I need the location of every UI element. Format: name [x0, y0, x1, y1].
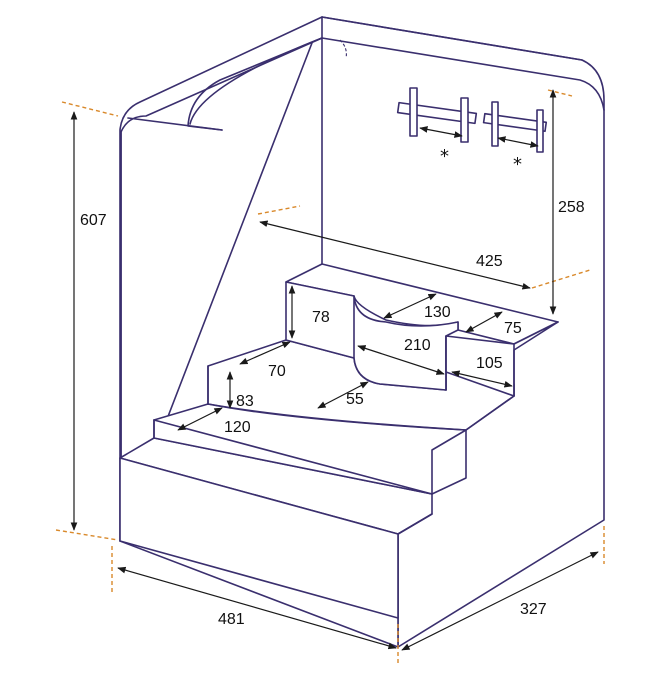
dim-327-arrow: [401, 551, 599, 651]
dim-label-120: 120: [224, 419, 251, 436]
dim-425-arrow: [259, 220, 531, 290]
dim-label-78: 78: [312, 309, 330, 326]
top-rim-curve-2: [189, 37, 323, 125]
dim-label-83: 83: [236, 393, 254, 410]
ext-inner-left: [257, 205, 301, 215]
dim-120-arrow: [177, 407, 223, 431]
dim-210-arrow: [357, 345, 445, 375]
step-two-side: [431, 429, 467, 495]
dim-label-70: 70: [268, 363, 286, 380]
top-rim: [321, 16, 583, 61]
dim-label-75: 75: [504, 320, 522, 337]
left-rim-line: [127, 117, 223, 131]
dim-481-arrow: [117, 566, 397, 650]
ext-bottom-left: [55, 529, 119, 541]
dim-label-607: 607: [80, 212, 107, 229]
dim-55-arrow: [317, 381, 369, 409]
dim-label-327: 327: [520, 601, 547, 618]
dim-70-arrow: [239, 341, 291, 365]
dim-label-481: 481: [218, 611, 245, 628]
dim-label-130: 130: [424, 304, 451, 321]
rack-right-spacing-arrow: [497, 136, 539, 148]
dim-label-425: 425: [476, 253, 503, 270]
rack-left-spacing-arrow: [419, 126, 463, 138]
dim-label-55: 55: [346, 391, 364, 408]
top-rim-dash: [339, 39, 347, 59]
top-rim-inner: [321, 37, 605, 111]
ext-inner-right: [531, 269, 591, 289]
step-three-right: [465, 395, 515, 431]
dim-label-105: 105: [476, 355, 503, 372]
dim-75-arrow: [465, 311, 503, 333]
rack-right: [482, 101, 548, 153]
step-two-front: [153, 419, 433, 495]
rack-left-marker: *: [440, 146, 449, 167]
dim-130-arrow: [383, 293, 437, 319]
rack-right-marker: *: [513, 154, 522, 175]
dim-105-arrow: [451, 370, 513, 388]
rack-left: [396, 87, 478, 143]
ext-top-left: [61, 101, 119, 117]
dim-label-210: 210: [404, 337, 431, 354]
step-bottom-riser: [397, 513, 433, 535]
dim-label-258: 258: [558, 199, 585, 216]
